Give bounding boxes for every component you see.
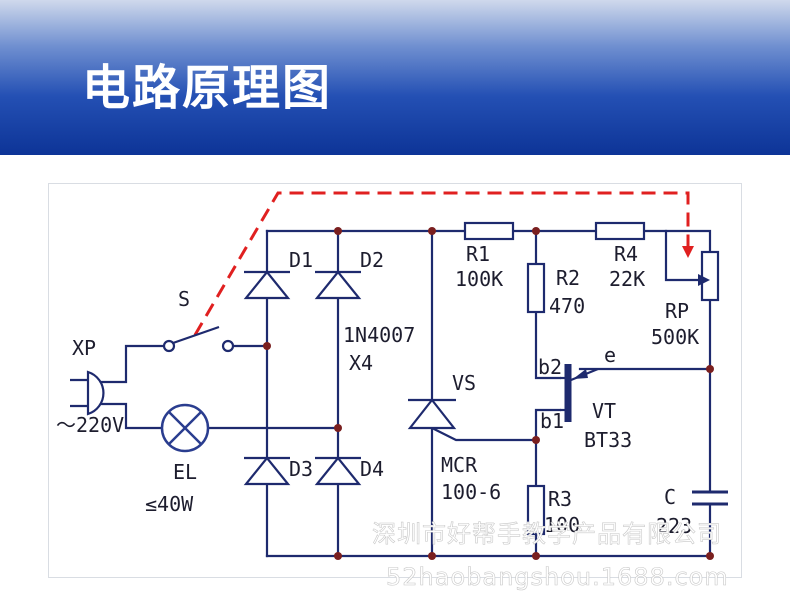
- title-banner: 电路原理图: [0, 0, 790, 155]
- diode-d3: [243, 456, 291, 486]
- node-ac1: [263, 342, 271, 350]
- diode-d4: [314, 456, 362, 486]
- watermark-company: 深圳市好帮手教学产品有限公司: [372, 520, 722, 548]
- dashed-link-arrow: [682, 246, 694, 258]
- label-r3-value: 100: [544, 513, 580, 537]
- resistor-r4: [594, 221, 646, 241]
- node-bottom-r3: [532, 552, 540, 560]
- ujt-vt: [560, 364, 599, 422]
- node-bottom-right: [706, 552, 714, 560]
- wire-r2-column: [534, 229, 562, 558]
- potentiometer-rp: [700, 250, 720, 302]
- label-c: C: [664, 485, 676, 509]
- page-title: 电路原理图: [82, 60, 333, 116]
- label-s: S: [178, 287, 190, 311]
- label-c-value: 223: [656, 514, 692, 538]
- label-r4-value: 22K: [609, 267, 645, 291]
- wire-rp-wiper: [664, 229, 700, 282]
- label-el: EL: [173, 460, 197, 484]
- label-d2: D2: [360, 248, 384, 272]
- label-rp: RP: [665, 299, 689, 323]
- label-r3: R3: [548, 487, 572, 511]
- label-r2-value: 470: [549, 294, 585, 318]
- label-d1: D1: [289, 248, 313, 272]
- label-d3: D3: [289, 457, 313, 481]
- label-mcr-value: 100-6: [441, 480, 501, 504]
- label-r2: R2: [556, 266, 580, 290]
- wire-scr-gate: [430, 426, 538, 442]
- label-diode-qty: X4: [349, 351, 373, 375]
- label-vs: VS: [452, 371, 476, 395]
- resistor-r3: [526, 484, 546, 536]
- node-emitter: [706, 365, 714, 373]
- scr-vs: [407, 398, 457, 430]
- node-b1: [532, 436, 540, 444]
- diagram-panel: [48, 183, 742, 578]
- label-mcr: MCR: [441, 453, 478, 477]
- label-xp: XP: [72, 336, 96, 360]
- label-el-power: ≤40W: [145, 492, 194, 516]
- node-ac2: [334, 424, 342, 432]
- label-b2: b2: [538, 355, 562, 379]
- wire-plug-bottom: [99, 402, 164, 430]
- label-voltage: ～220V: [56, 413, 124, 437]
- rp-wiper-arrow: [698, 274, 710, 286]
- node-top-r2: [532, 227, 540, 235]
- dashed-link: [193, 191, 690, 336]
- resistor-r2: [526, 262, 546, 314]
- label-e: e: [604, 343, 616, 367]
- label-d4: D4: [360, 457, 384, 481]
- node-bottom-scr: [428, 552, 436, 560]
- plug-xp: [70, 370, 105, 416]
- wire-plug-top: [99, 344, 167, 384]
- label-diode-type: 1N4007: [343, 323, 415, 347]
- label-b1: b1: [540, 409, 564, 433]
- label-vt-type: BT33: [584, 428, 632, 452]
- label-r1: R1: [466, 242, 490, 266]
- resistor-r1: [463, 221, 515, 241]
- label-r1-value: 100K: [455, 267, 503, 291]
- watermark-url: 52haobangshou.1688.com: [386, 563, 729, 591]
- node-top-left: [334, 227, 342, 235]
- label-rp-value: 500K: [651, 325, 699, 349]
- node-bottom-left: [334, 552, 342, 560]
- lamp-el: [160, 403, 210, 453]
- capacitor-c: [692, 490, 728, 506]
- diode-d2: [314, 270, 362, 300]
- switch-s: [162, 325, 235, 353]
- diode-d1: [243, 270, 291, 300]
- node-top-scr: [428, 227, 436, 235]
- label-vt: VT: [592, 399, 616, 423]
- label-r4: R4: [614, 242, 638, 266]
